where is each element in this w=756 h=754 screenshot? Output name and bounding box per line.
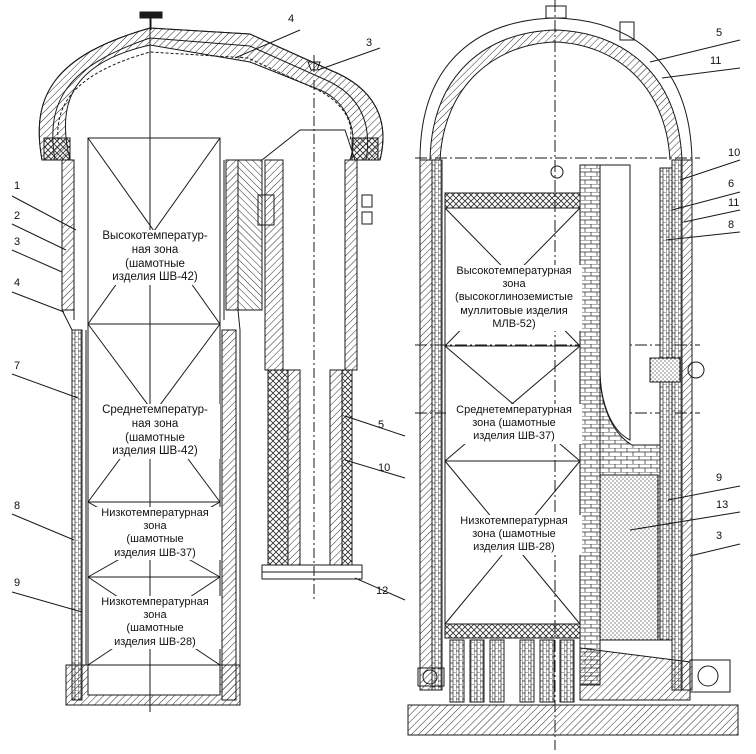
- callout-label: 3: [366, 37, 373, 49]
- left-shell: [61, 159, 241, 706]
- callout-label: 2: [14, 210, 21, 222]
- zone-label: Низкотемпературная зона (шамотные издели…: [89, 596, 221, 649]
- callout-label: 9: [14, 577, 21, 589]
- callout-label: 7: [14, 360, 21, 372]
- callout-label: 1: [14, 180, 21, 192]
- callout-label: 10: [378, 462, 391, 474]
- callout-label: 4: [288, 13, 295, 25]
- callout-label: 4: [14, 277, 21, 289]
- zone-label: Среднетемпературная зона (шамотные издел…: [446, 404, 582, 444]
- zone-label: Высокотемпературная зона (высокоглинозем…: [446, 265, 582, 331]
- callout-label: 12: [376, 585, 389, 597]
- zone-label: Высокотемператур- ная зона (шамотные изд…: [92, 230, 218, 286]
- zone-label: Низкотемпературная зона (шамотные издели…: [446, 515, 582, 555]
- callout-label: 6: [728, 178, 735, 190]
- callout-label: 5: [378, 419, 385, 431]
- callout-label: 11: [728, 197, 740, 209]
- left-dome: [38, 11, 384, 161]
- callout-label: 8: [14, 500, 21, 512]
- callout-label: 10: [728, 147, 741, 159]
- zone-label: Низкотемпературная зона (шамотные издели…: [89, 507, 221, 560]
- callout-label: 11: [710, 55, 722, 67]
- callout-label: 3: [716, 530, 723, 542]
- callout-label: 13: [716, 499, 729, 511]
- right-shell: [407, 0, 739, 750]
- zone-label: Среднетемператур- ная зона (шамотные изд…: [90, 404, 220, 460]
- right-dome: [419, 5, 693, 161]
- right-packing: [444, 192, 581, 703]
- callout-label: 3: [14, 236, 21, 248]
- left-combustion-chamber: [237, 80, 373, 600]
- right-combustion-chamber: [417, 164, 731, 701]
- left-leader-lines: [11, 29, 406, 613]
- callout-label: 9: [716, 472, 723, 484]
- callout-label: 8: [728, 219, 735, 231]
- callout-label: 5: [716, 27, 723, 39]
- right-leader-lines: [629, 39, 741, 557]
